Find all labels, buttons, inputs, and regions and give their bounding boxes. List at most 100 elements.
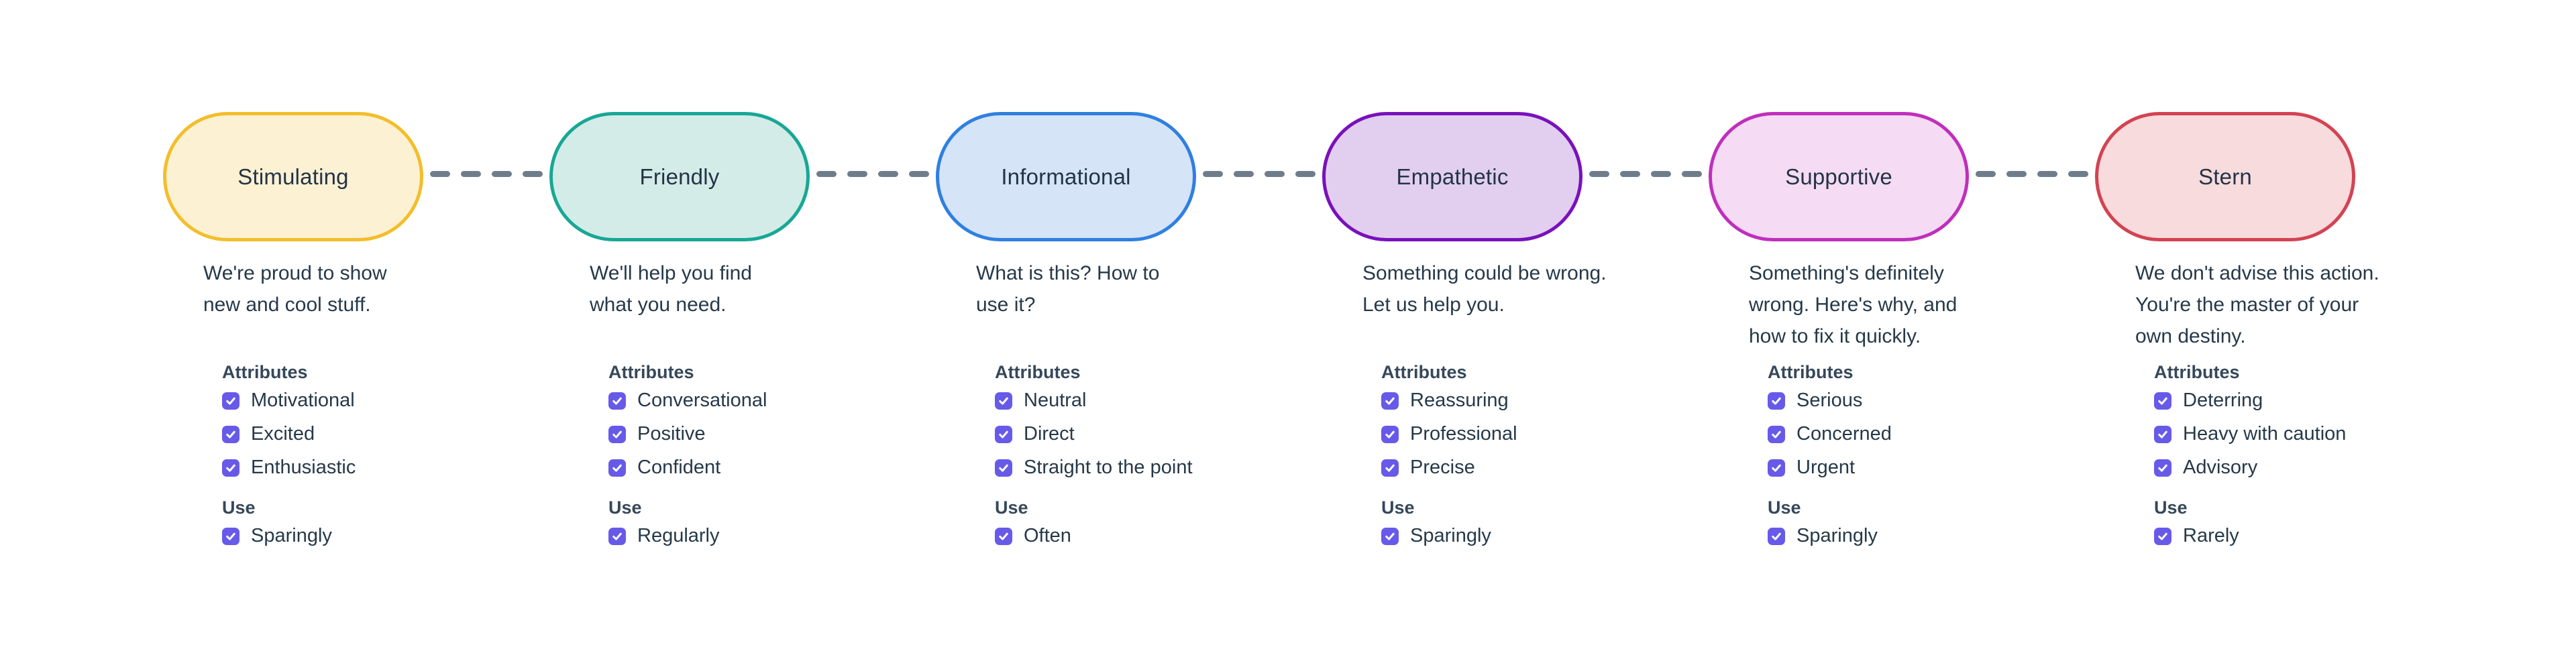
use-header: Use	[222, 497, 256, 518]
checkmark-icon	[612, 532, 622, 540]
checkmark-icon	[1772, 430, 1781, 438]
checkbox-label: Regularly	[637, 525, 720, 546]
dash-segment	[1234, 171, 1254, 177]
checked-checkbox[interactable]	[222, 527, 239, 545]
checked-checkbox[interactable]	[2154, 392, 2171, 410]
checkbox-row: Serious	[1768, 390, 1892, 411]
checkmark-icon	[1772, 397, 1781, 405]
tone-description-line: how to fix it quickly.	[1749, 325, 1921, 347]
checkmark-icon	[2158, 532, 2167, 540]
tone-description-line: We don't advise this action.	[2135, 262, 2379, 284]
checked-checkbox[interactable]	[2154, 459, 2171, 477]
checkbox-row: Concerned	[1768, 423, 1892, 445]
use-header: Use	[1768, 497, 1801, 518]
checked-checkbox[interactable]	[995, 392, 1012, 410]
tone-pill: Informational	[936, 112, 1196, 241]
checked-checkbox[interactable]	[608, 392, 626, 410]
checkbox-row: Often	[995, 525, 1071, 546]
dash-segment	[2068, 171, 2088, 177]
checkbox-label: Heavy with caution	[2183, 423, 2347, 445]
checked-checkbox[interactable]	[995, 527, 1012, 545]
checkbox-label: Sparingly	[1796, 525, 1878, 546]
dash-segment	[1295, 171, 1316, 177]
use-header: Use	[608, 497, 642, 518]
checkbox-row: Confident	[608, 457, 767, 478]
attributes-list: Neutral Direct Straight to the point	[995, 390, 1193, 478]
checkbox-label: Motivational	[251, 390, 355, 411]
checkmark-icon	[2158, 464, 2167, 472]
tone-pill: Stern	[2095, 112, 2355, 241]
checked-checkbox[interactable]	[608, 527, 626, 545]
checkmark-icon	[612, 430, 622, 438]
checkbox-row: Direct	[995, 423, 1193, 445]
tone-description-line: You're the master of your	[2135, 294, 2359, 316]
checkmark-icon	[999, 430, 1008, 438]
attributes-header: Attributes	[2154, 362, 2240, 382]
attributes-header: Attributes	[222, 362, 308, 382]
checked-checkbox[interactable]	[608, 459, 626, 477]
connector-dashes	[430, 171, 543, 177]
dash-segment	[1265, 171, 1285, 177]
checkbox-row: Advisory	[2154, 457, 2346, 478]
checkmark-icon	[999, 464, 1008, 472]
use-header: Use	[995, 497, 1028, 518]
checked-checkbox[interactable]	[995, 425, 1012, 443]
checked-checkbox[interactable]	[608, 425, 626, 443]
checkbox-label: Serious	[1796, 390, 1863, 411]
checked-checkbox[interactable]	[1768, 459, 1785, 477]
tone-description-line: new and cool stuff.	[203, 294, 371, 316]
checked-checkbox[interactable]	[2154, 527, 2171, 545]
tone-pill: Empathetic	[1322, 112, 1582, 241]
checked-checkbox[interactable]	[222, 459, 239, 477]
checked-checkbox[interactable]	[1381, 425, 1399, 443]
dash-segment	[847, 171, 867, 177]
checkbox-label: Often	[1024, 525, 1071, 546]
use-list: Sparingly	[222, 525, 332, 546]
checked-checkbox[interactable]	[1768, 392, 1785, 410]
checkbox-row: Conversational	[608, 390, 767, 411]
checked-checkbox[interactable]	[1381, 459, 1399, 477]
dash-segment	[1976, 171, 1996, 177]
dash-segment	[523, 171, 543, 177]
checked-checkbox[interactable]	[1381, 527, 1399, 545]
checkmark-icon	[1385, 430, 1395, 438]
tone-pill-label: Empathetic	[1396, 164, 1509, 189]
dash-segment	[1203, 171, 1223, 177]
dash-segment	[909, 171, 929, 177]
checkmark-icon	[226, 397, 235, 405]
checkbox-label: Rarely	[2183, 525, 2239, 546]
checked-checkbox[interactable]	[1381, 392, 1399, 410]
tone-description: We don't advise this action. You're the m…	[2135, 257, 2379, 352]
checked-checkbox[interactable]	[222, 425, 239, 443]
checkmark-icon	[1385, 464, 1395, 472]
attributes-list: Reassuring Professional Precise	[1381, 390, 1517, 478]
checked-checkbox[interactable]	[1768, 527, 1785, 545]
checkbox-label: Positive	[637, 423, 706, 445]
checkbox-row: Sparingly	[1381, 525, 1491, 546]
attributes-list: Serious Concerned Urgent	[1768, 390, 1892, 478]
checkbox-row: Neutral	[995, 390, 1193, 411]
checkmark-icon	[226, 464, 235, 472]
checkbox-row: Enthusiastic	[222, 457, 356, 478]
checked-checkbox[interactable]	[2154, 425, 2171, 443]
checked-checkbox[interactable]	[995, 459, 1012, 477]
use-header: Use	[1381, 497, 1415, 518]
checked-checkbox[interactable]	[222, 392, 239, 410]
attributes-header: Attributes	[995, 362, 1081, 382]
checkmark-icon	[1385, 532, 1395, 540]
checkbox-label: Professional	[1410, 423, 1517, 445]
dash-segment	[492, 171, 512, 177]
checkbox-row: Reassuring	[1381, 390, 1517, 411]
tone-pill: Friendly	[549, 112, 810, 241]
checkbox-row: Rarely	[2154, 525, 2239, 546]
checked-checkbox[interactable]	[1768, 425, 1785, 443]
tone-pill-label: Friendly	[639, 164, 720, 189]
checkbox-row: Positive	[608, 423, 767, 445]
tone-pill-label: Stern	[2198, 164, 2252, 189]
tone-pill-label: Supportive	[1785, 164, 1892, 189]
